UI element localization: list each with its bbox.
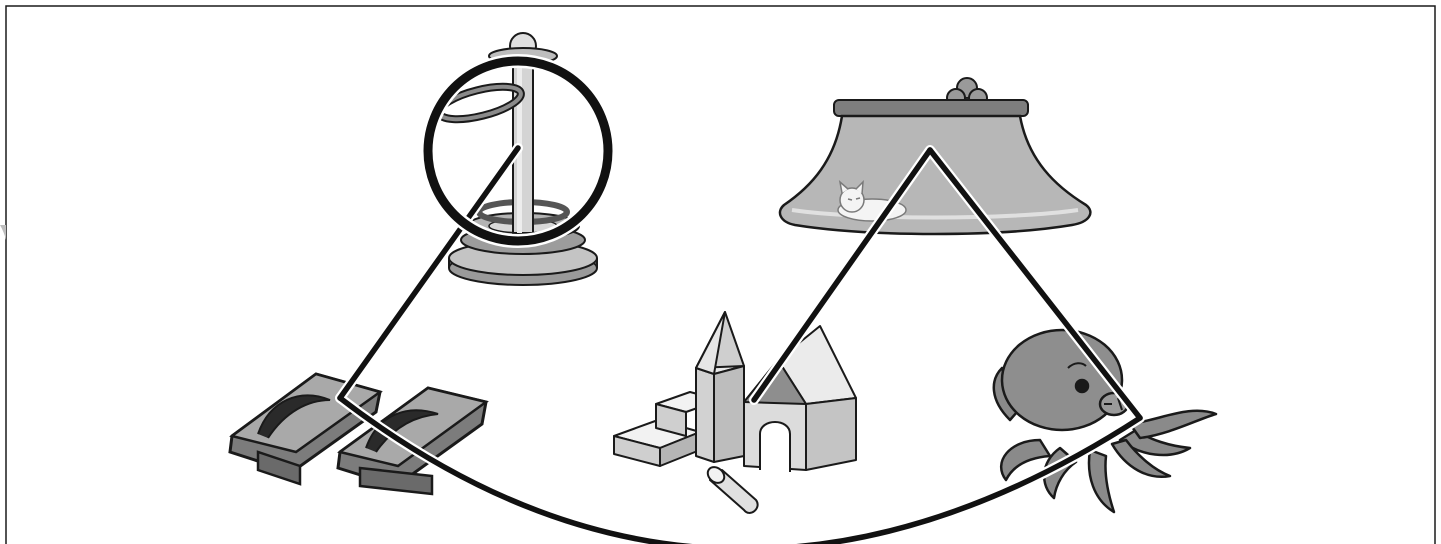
blocks-icon — [614, 312, 856, 513]
geta-icon — [230, 374, 486, 494]
edge-tab — [0, 225, 6, 240]
frame-border — [6, 6, 1435, 544]
